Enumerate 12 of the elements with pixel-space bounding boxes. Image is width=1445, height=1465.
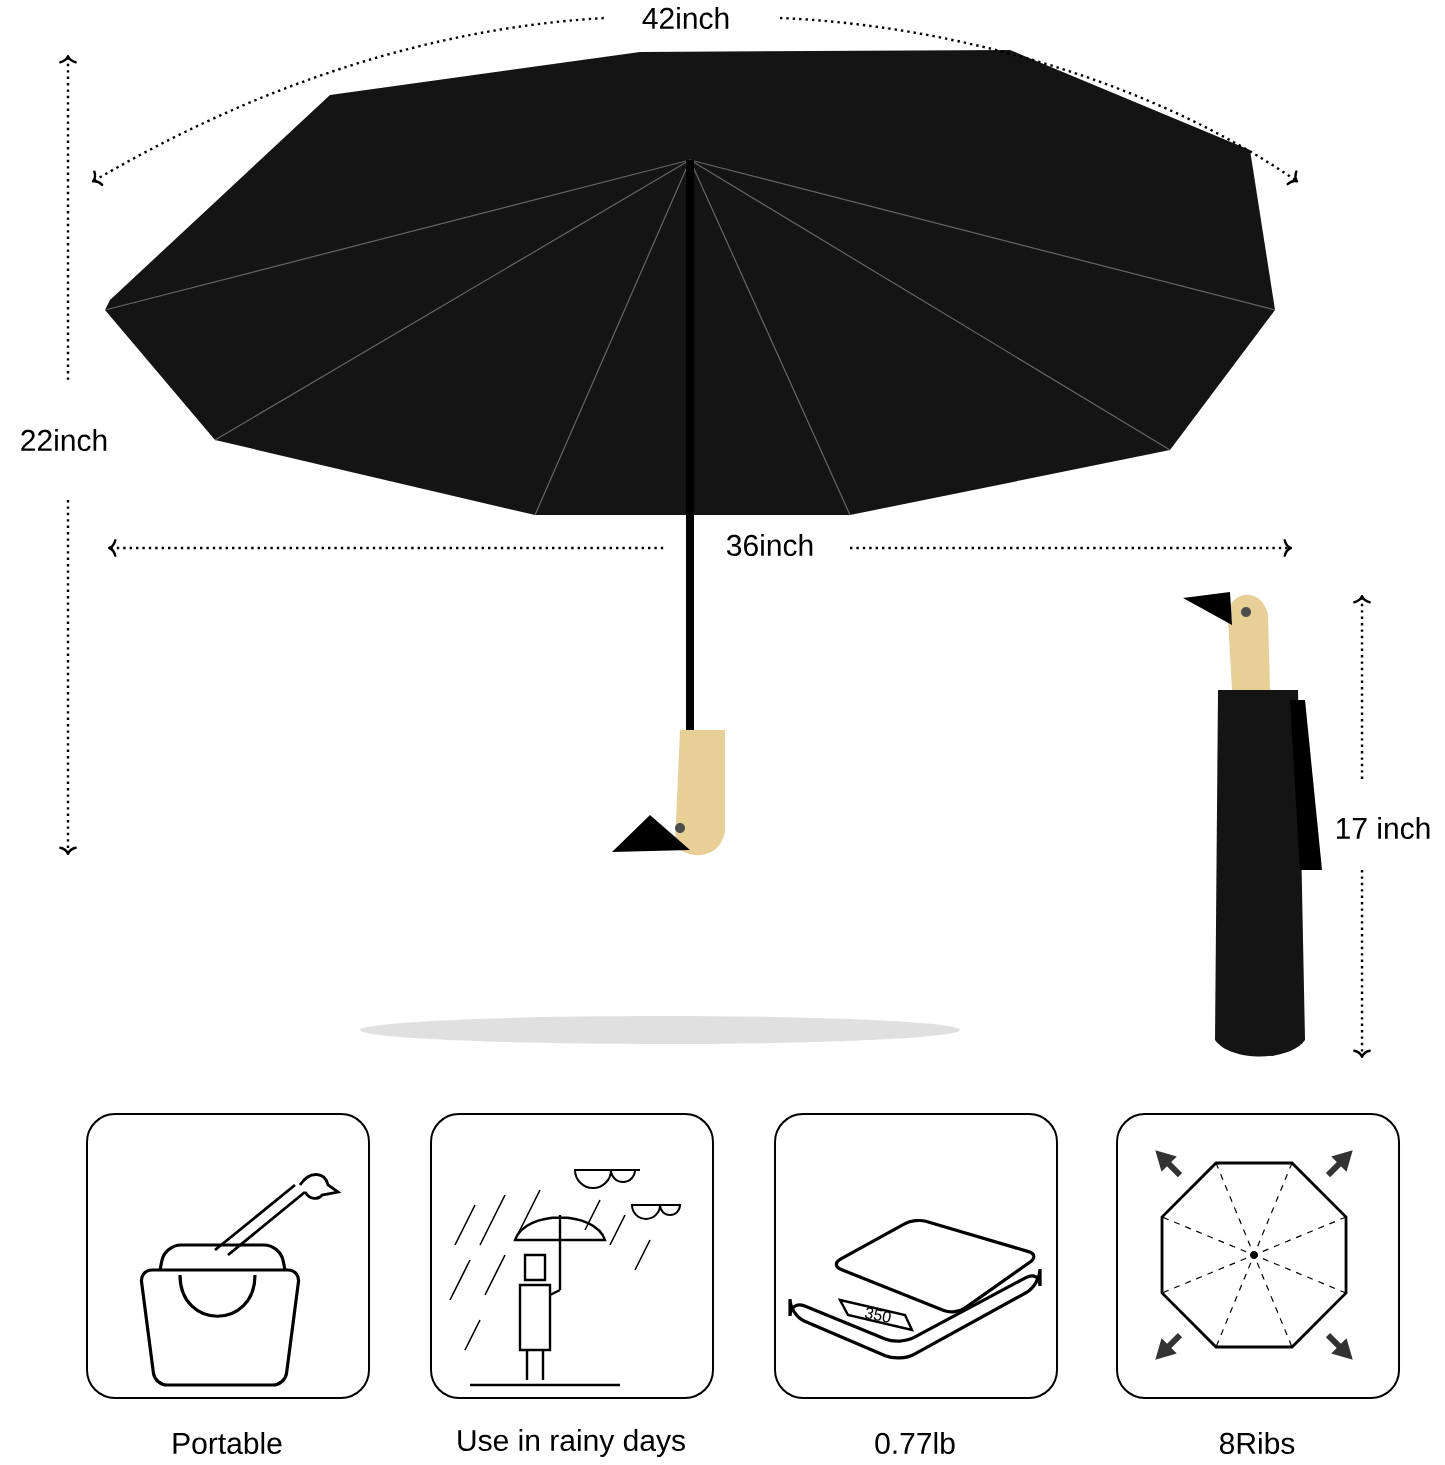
node-label: 8Ribs	[1219, 1432, 1295, 1455]
node-label: Use in rainy days	[458, 1429, 685, 1457]
node-label: 0.77lb	[875, 1432, 955, 1455]
feature-tile: Use in rainy days	[430, 1113, 714, 1457]
node-label: Portable	[173, 1432, 282, 1455]
dimension-label: 17 inch	[1336, 817, 1430, 839]
feature-tile: 8Ribs	[1116, 1113, 1400, 1454]
dimension-label: 22inch	[21, 429, 107, 451]
feature-tile: Portable	[86, 1113, 370, 1454]
dimension-label: 36inch	[726, 534, 813, 556]
dimension-label: 42inch	[642, 7, 729, 29]
display-reading: 350	[865, 1307, 891, 1323]
